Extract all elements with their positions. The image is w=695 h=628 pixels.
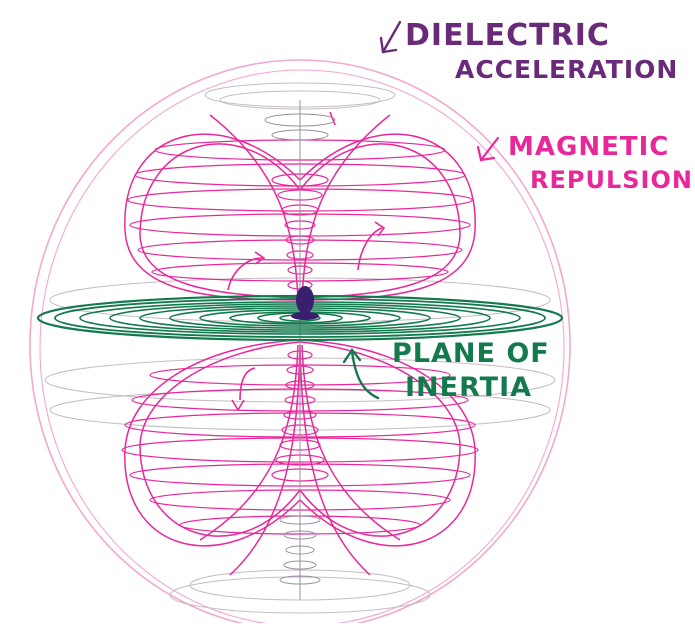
label-magnetic-line1: MAGNETIC xyxy=(508,132,669,162)
label-dielectric-line1: DIELECTRIC xyxy=(405,18,610,53)
center-core xyxy=(291,286,319,320)
label-dielectric-line2: ACCELERATION xyxy=(455,55,678,84)
label-plane-line2: INERTIA xyxy=(405,372,532,403)
arrow-down-left-icon xyxy=(381,22,400,52)
label-magnetic-line2: REPULSION xyxy=(530,166,693,194)
label-plane-line1: PLANE OF xyxy=(392,338,550,369)
dielectric-spiral xyxy=(265,100,335,600)
